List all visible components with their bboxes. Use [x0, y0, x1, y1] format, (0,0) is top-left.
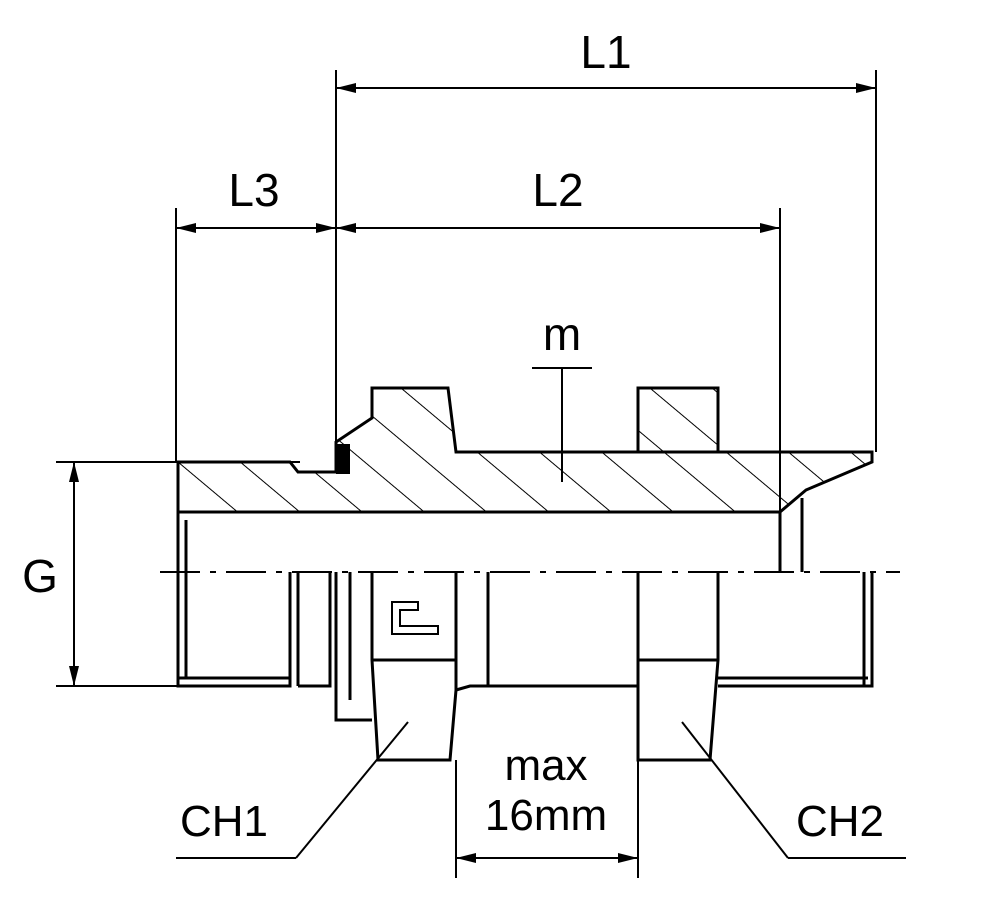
dimension-max-panel: max 16mm [455, 741, 639, 878]
leader-CH1: CH1 [176, 721, 409, 859]
seal-ring [336, 444, 350, 474]
dimension-L2: L2 [336, 164, 781, 512]
locknut-section [636, 386, 720, 454]
label-G: G [22, 550, 58, 602]
label-max: max [504, 741, 587, 790]
label-CH2: CH2 [796, 797, 884, 846]
label-16mm: 16mm [485, 791, 607, 840]
label-L3: L3 [228, 164, 279, 216]
leader-CH2: CH2 [681, 721, 906, 859]
dimension-L1: L1 [335, 26, 877, 452]
label-L1: L1 [580, 26, 631, 78]
body-wall-section [176, 386, 874, 514]
leader-m: m [532, 308, 592, 482]
outside-view [176, 512, 874, 762]
dimension-G: G [22, 461, 300, 687]
label-CH1: CH1 [180, 797, 268, 846]
label-L2: L2 [532, 164, 583, 216]
section-body [176, 386, 874, 572]
dimension-L3: L3 [175, 164, 336, 462]
label-m: m [543, 308, 581, 360]
